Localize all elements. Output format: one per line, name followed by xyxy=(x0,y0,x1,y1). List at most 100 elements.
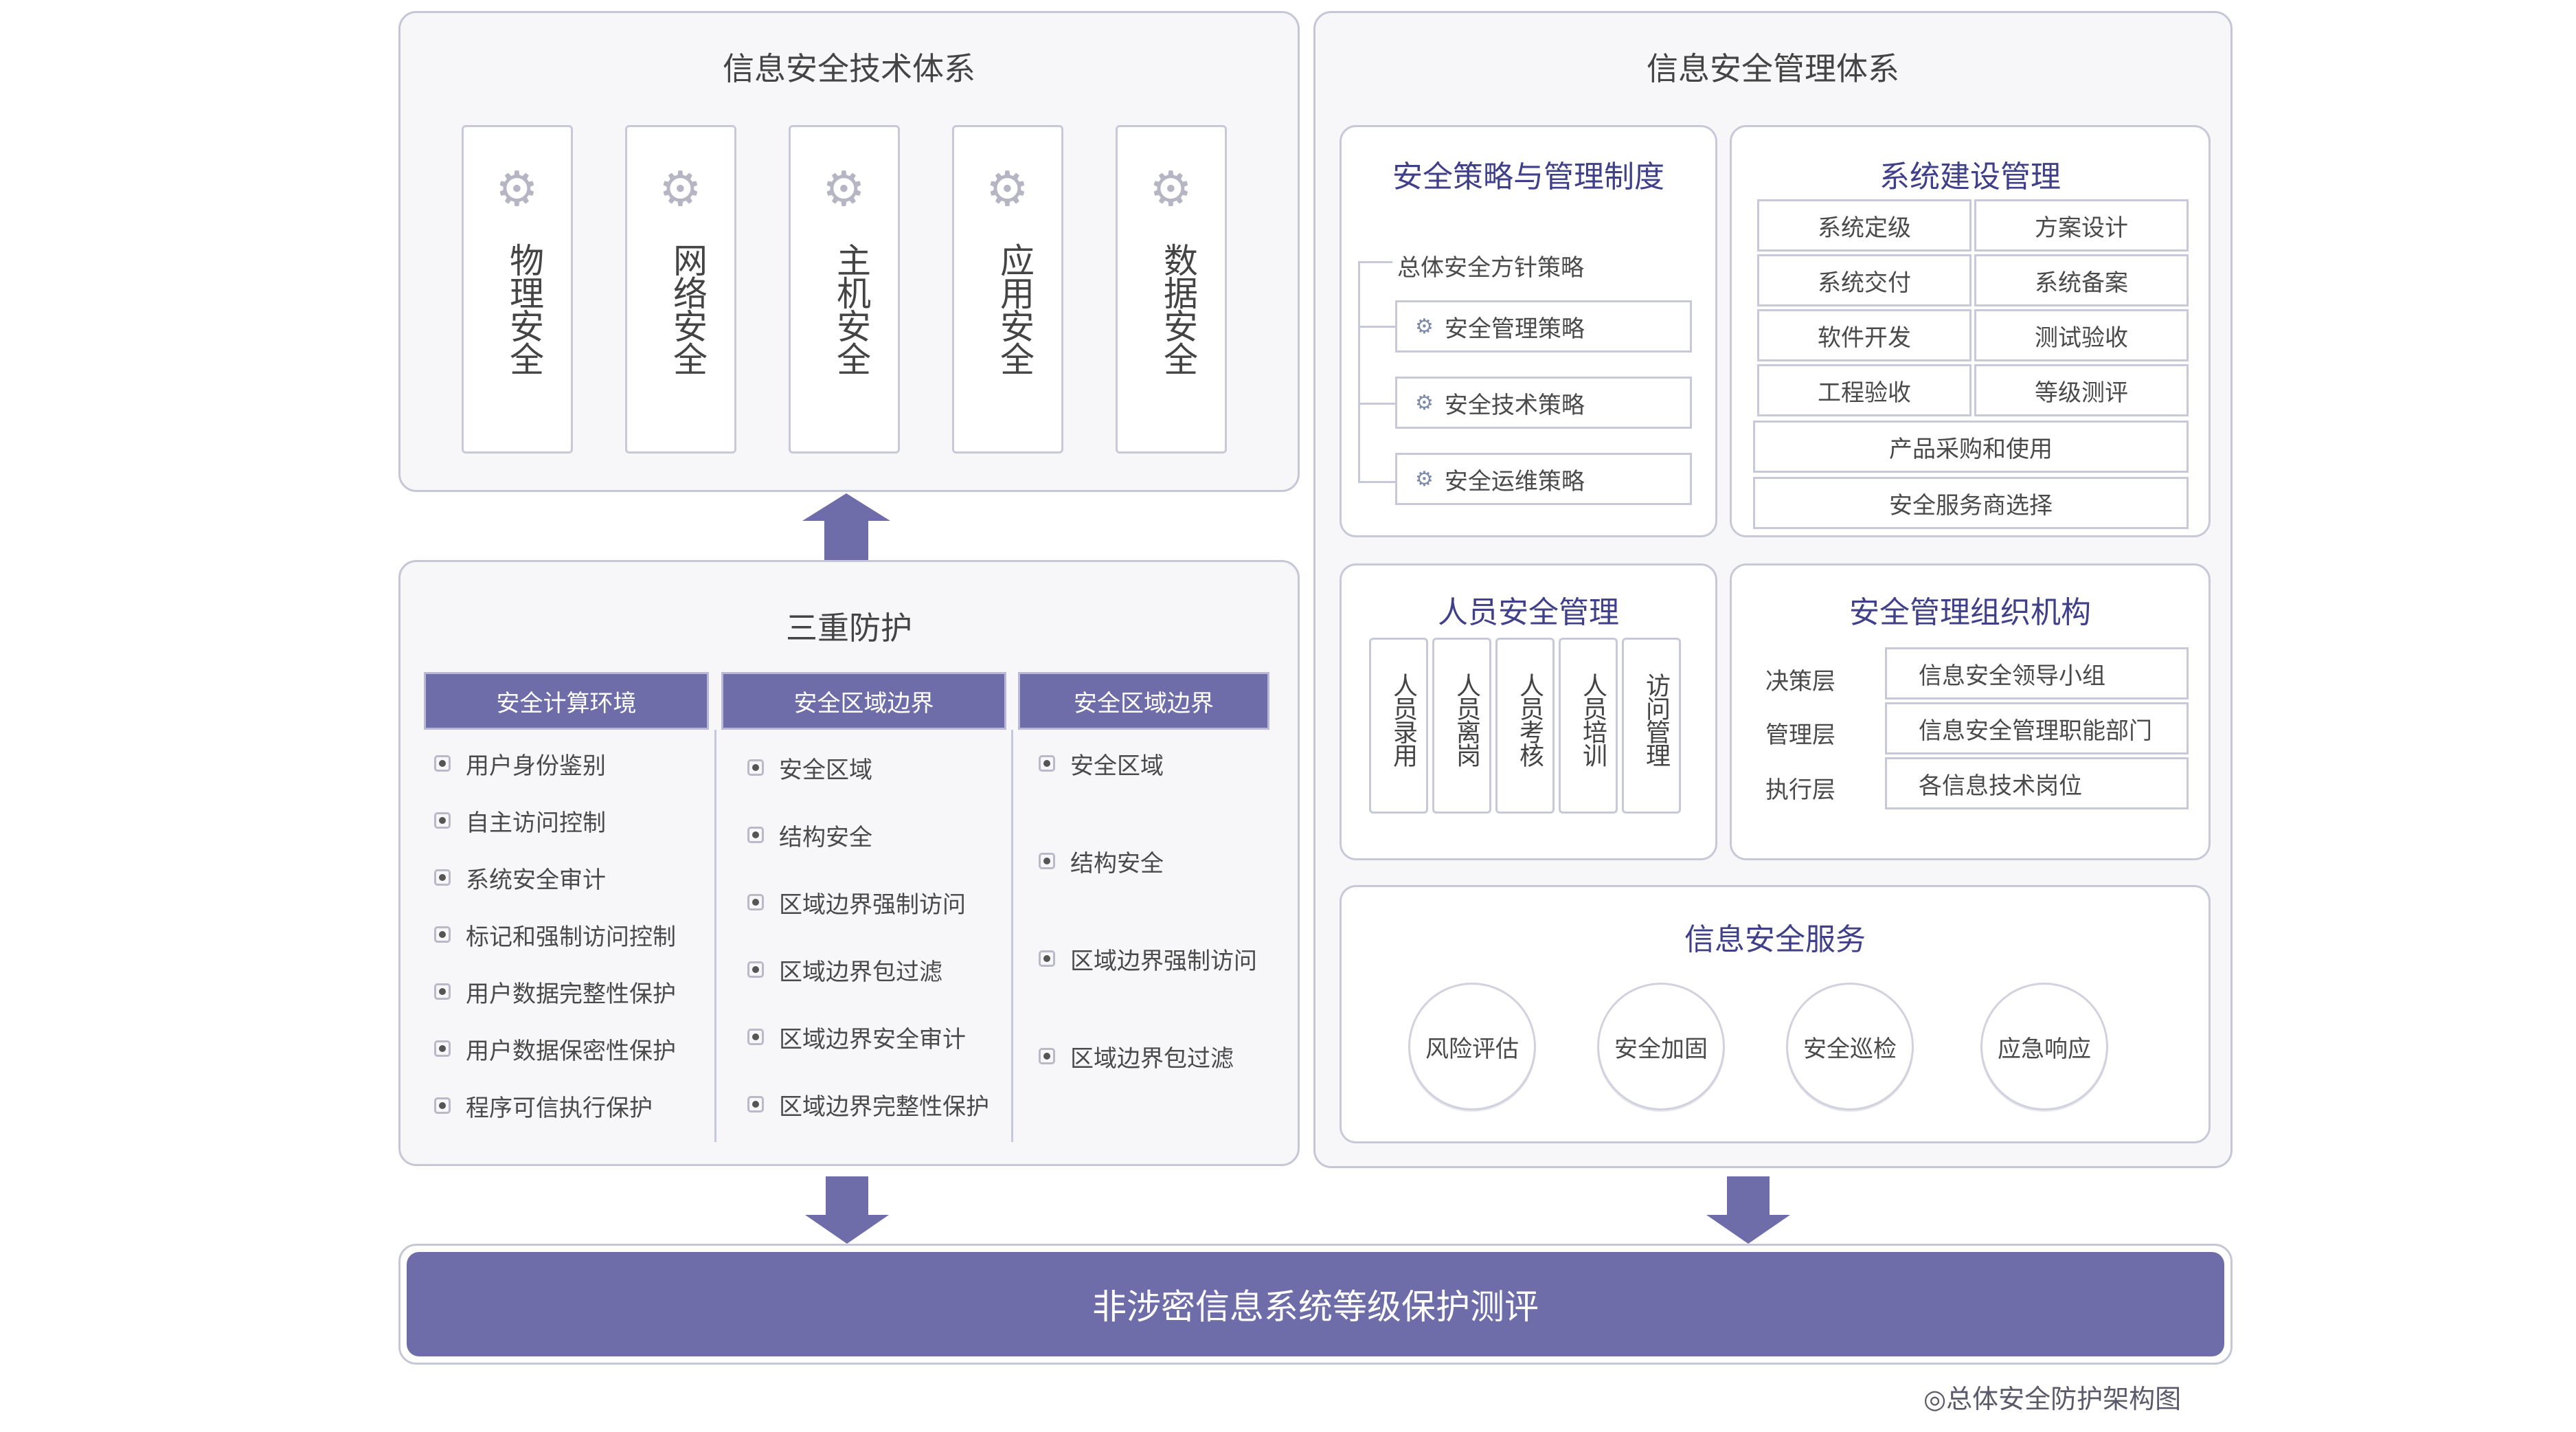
policy-root: 总体安全方针策略 xyxy=(1397,254,1584,282)
personnel-item: 人员培训 xyxy=(1559,638,1618,814)
policy-item-label: 安全运维策略 xyxy=(1444,467,1585,495)
policy-tree-line xyxy=(1358,403,1395,405)
build-item-wide: 安全服务商选择 xyxy=(1753,477,2189,529)
org-level-value-label: 信息安全管理职能部门 xyxy=(1919,717,2152,745)
checkbox-bullet-icon xyxy=(747,1029,764,1045)
policy-tree-line xyxy=(1358,326,1395,328)
checkbox-bullet-icon xyxy=(1039,950,1055,967)
personnel-item-label: 人员离岗 xyxy=(1452,673,1480,766)
gear-icon: ⚙ xyxy=(1415,467,1434,491)
tech-column-host: ⚙ 主机安全 xyxy=(789,125,900,454)
personnel-item: 人员考核 xyxy=(1495,638,1555,814)
tech-column-label: 网络安全 xyxy=(668,243,708,374)
service-item: 风险评估 xyxy=(1408,983,1536,1110)
list-item: 结构安全 xyxy=(747,820,872,851)
arrow-up-icon xyxy=(802,493,890,563)
list-item-label: 区域边界包过滤 xyxy=(1070,1044,1234,1073)
checkbox-bullet-icon xyxy=(434,755,451,772)
checkbox-bullet-icon xyxy=(434,869,451,886)
arrow-down-icon xyxy=(1706,1176,1790,1244)
list-item-label: 区域边界安全审计 xyxy=(779,1025,966,1053)
checkbox-bullet-icon xyxy=(1039,853,1055,869)
list-item: 用户数据保密性保护 xyxy=(434,1034,676,1065)
bottom-bar-label: 非涉密信息系统等级保护测评 xyxy=(1092,1287,1539,1327)
org-level-value: 信息安全领导小组 xyxy=(1885,647,2189,700)
list-item: 系统安全审计 xyxy=(434,863,606,894)
tech-column-data: ⚙ 数据安全 xyxy=(1116,125,1227,454)
list-item-label: 标记和强制访问控制 xyxy=(466,923,676,951)
list-item: 区域边界完整性保护 xyxy=(747,1090,989,1121)
checkbox-bullet-icon xyxy=(747,759,764,776)
build-item: 系统交付 xyxy=(1757,254,1971,306)
list-item-label: 用户数据保密性保护 xyxy=(466,1037,676,1065)
checkbox-bullet-icon xyxy=(747,827,764,843)
org-level-label: 执行层 xyxy=(1765,776,1835,804)
personnel-item-label: 人员培训 xyxy=(1579,673,1607,766)
header-compute-env: 安全计算环境 xyxy=(424,672,709,730)
header-area-boundary: 安全区域边界 xyxy=(721,672,1006,730)
list-item-label: 安全区域 xyxy=(1070,752,1164,780)
checkbox-bullet-icon xyxy=(434,926,451,943)
policy-tree-line xyxy=(1358,261,1360,482)
gear-icon: ⚙ xyxy=(1149,161,1193,217)
build-item: 系统备案 xyxy=(1974,254,2189,306)
checkbox-bullet-icon xyxy=(1039,755,1055,772)
header-area-boundary-2: 安全区域边界 xyxy=(1018,672,1269,730)
build-item: 软件开发 xyxy=(1757,309,1971,361)
gear-icon: ⚙ xyxy=(659,161,702,217)
tech-column-application: ⚙ 应用安全 xyxy=(952,125,1063,454)
checkbox-bullet-icon xyxy=(434,983,451,1000)
checkbox-bullet-icon xyxy=(747,894,764,910)
policy-tree-line xyxy=(1358,261,1392,263)
list-item: 区域边界强制访问 xyxy=(747,888,966,919)
personnel-item: 访问管理 xyxy=(1622,638,1681,814)
policy-item-label: 安全技术策略 xyxy=(1444,391,1585,419)
personnel-item: 人员录用 xyxy=(1369,638,1428,814)
list-item: 区域边界包过滤 xyxy=(1039,1042,1234,1073)
list-item: 标记和强制访问控制 xyxy=(434,920,676,951)
checkbox-bullet-icon xyxy=(434,1097,451,1114)
list-item: 区域边界包过滤 xyxy=(747,955,942,986)
list-item: 用户身份鉴别 xyxy=(434,749,606,780)
tech-column-physical: ⚙ 物理安全 xyxy=(462,125,573,454)
list-item-label: 用户身份鉴别 xyxy=(466,752,606,780)
list-item-label: 结构安全 xyxy=(1070,849,1164,877)
list-item-label: 自主访问控制 xyxy=(466,809,606,837)
list-item: 用户数据完整性保护 xyxy=(434,977,676,1008)
gear-icon: ⚙ xyxy=(822,161,866,217)
build-title: 系统建设管理 xyxy=(1879,159,2061,194)
policy-item: ⚙ 安全管理策略 xyxy=(1395,300,1692,353)
tech-column-label: 应用安全 xyxy=(995,243,1035,374)
triple-protection-panel: 三重防护 xyxy=(398,560,1300,1166)
list-item: 区域边界强制访问 xyxy=(1039,944,1257,975)
mgmt-system-title: 信息安全管理体系 xyxy=(1647,50,1899,87)
tech-column-label: 主机安全 xyxy=(831,243,871,374)
list-item: 安全区域 xyxy=(1039,749,1164,780)
org-title: 安全管理组织机构 xyxy=(1849,595,2091,630)
build-item-wide: 产品采购和使用 xyxy=(1753,421,2189,473)
build-item: 方案设计 xyxy=(1974,199,2189,251)
service-item: 应急响应 xyxy=(1980,983,2108,1110)
service-item: 安全巡检 xyxy=(1786,983,1914,1110)
org-level-value-label: 信息安全领导小组 xyxy=(1919,662,2105,690)
figure-caption: ◎总体安全防护架构图 xyxy=(1923,1384,2182,1414)
list-item-label: 结构安全 xyxy=(779,823,872,851)
list-item-label: 系统安全审计 xyxy=(466,866,606,894)
personnel-item-label: 人员考核 xyxy=(1515,673,1544,766)
personnel-title: 人员安全管理 xyxy=(1438,595,1619,630)
arrow-down-icon xyxy=(805,1176,889,1244)
column-divider xyxy=(1011,730,1013,1142)
tech-column-label: 数据安全 xyxy=(1158,243,1198,374)
checkbox-bullet-icon xyxy=(1039,1048,1055,1064)
service-title: 信息安全服务 xyxy=(1684,922,1866,957)
org-level-value-label: 各信息技术岗位 xyxy=(1919,772,2082,800)
list-item-label: 区域边界完整性保护 xyxy=(779,1093,989,1121)
policy-item-label: 安全管理策略 xyxy=(1444,315,1585,343)
list-item: 程序可信执行保护 xyxy=(434,1091,653,1122)
checkbox-bullet-icon xyxy=(434,1040,451,1057)
gear-icon: ⚙ xyxy=(1415,314,1434,339)
checkbox-bullet-icon xyxy=(747,961,764,978)
tech-column-network: ⚙ 网络安全 xyxy=(625,125,736,454)
personnel-item-label: 人员录用 xyxy=(1389,673,1417,766)
org-level-label: 决策层 xyxy=(1765,668,1835,695)
